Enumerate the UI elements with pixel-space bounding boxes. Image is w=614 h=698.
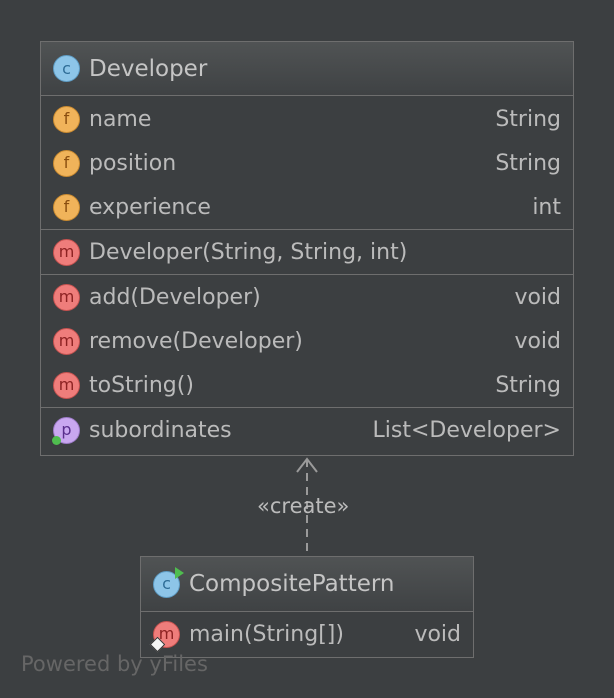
method-return-type: void: [514, 284, 561, 310]
field-icon: f: [53, 193, 80, 221]
powered-by-label: Powered by yFiles: [21, 652, 208, 676]
field-type: String: [495, 150, 561, 176]
public-access-icon: [52, 435, 61, 445]
method-row-add[interactable]: m add(Developer) void: [41, 275, 573, 319]
method-icon: m: [53, 371, 80, 399]
method-row-tostring[interactable]: m toString() String: [41, 363, 573, 407]
developer-class-title: Developer: [89, 55, 208, 82]
field-type: int: [532, 194, 561, 220]
property-row-subordinates[interactable]: p subordinates List<Developer>: [41, 408, 573, 452]
method-icon: m: [53, 283, 80, 311]
composite-pattern-class-title: CompositePattern: [189, 571, 395, 597]
method-return-type: void: [514, 328, 561, 354]
field-icon: f: [53, 149, 80, 177]
class-icon-letter: c: [162, 574, 171, 593]
class-icon: c: [53, 55, 80, 82]
method-return-type: String: [495, 372, 561, 398]
developer-class-header: c Developer: [41, 42, 573, 96]
method-icon-letter: m: [58, 287, 75, 306]
field-icon-letter: f: [63, 197, 70, 216]
method-row-main[interactable]: m main(String[]) void: [141, 612, 473, 656]
composite-pattern-class-box[interactable]: c CompositePattern m main(String[]) void: [140, 556, 474, 658]
field-name: name: [89, 106, 152, 132]
constructor-row[interactable]: m Developer(String, String, int): [41, 230, 573, 274]
method-icon-letter: m: [158, 624, 175, 643]
create-relation-label: «create»: [257, 494, 350, 518]
method-icon: m: [53, 327, 80, 355]
method-return-type: void: [414, 621, 461, 647]
field-icon-letter: f: [63, 153, 70, 172]
developer-properties-section: p subordinates List<Developer>: [41, 408, 573, 452]
developer-fields-section: f name String f position String f experi…: [41, 96, 573, 230]
static-method-icon: m: [149, 620, 180, 652]
field-row-experience[interactable]: f experience int: [41, 185, 573, 229]
method-icon-letter: m: [58, 331, 75, 350]
composite-pattern-methods-section: m main(String[]) void: [141, 612, 473, 656]
runnable-class-icon: c: [153, 566, 184, 598]
class-icon-letter: c: [62, 58, 71, 78]
developer-constructor-section: m Developer(String, String, int): [41, 230, 573, 275]
constructor-signature: Developer(String, String, int): [89, 239, 408, 265]
method-name: toString(): [89, 372, 194, 398]
composite-pattern-class-header: c CompositePattern: [141, 557, 473, 612]
property-name: subordinates: [89, 417, 232, 443]
field-name: experience: [89, 194, 211, 220]
field-type: String: [495, 106, 561, 132]
property-icon: p: [52, 416, 80, 445]
method-row-remove[interactable]: m remove(Developer) void: [41, 319, 573, 363]
dependency-arrowhead-icon: [296, 457, 318, 473]
method-name: add(Developer): [89, 284, 261, 310]
developer-methods-section: m add(Developer) void m remove(Developer…: [41, 275, 573, 408]
method-icon-letter: m: [58, 242, 75, 261]
property-icon-letter: p: [61, 420, 72, 439]
field-name: position: [89, 150, 177, 176]
property-type: List<Developer>: [372, 417, 561, 443]
run-arrow-icon: [175, 566, 184, 579]
field-row-name[interactable]: f name String: [41, 97, 573, 141]
field-row-position[interactable]: f position String: [41, 141, 573, 185]
method-icon-letter: m: [58, 375, 75, 394]
method-icon: m: [53, 238, 80, 266]
method-name: main(String[]): [189, 621, 344, 647]
developer-class-box[interactable]: c Developer f name String f position Str…: [40, 41, 574, 456]
field-icon-letter: f: [63, 109, 70, 128]
method-name: remove(Developer): [89, 328, 303, 354]
field-icon: f: [53, 105, 80, 133]
